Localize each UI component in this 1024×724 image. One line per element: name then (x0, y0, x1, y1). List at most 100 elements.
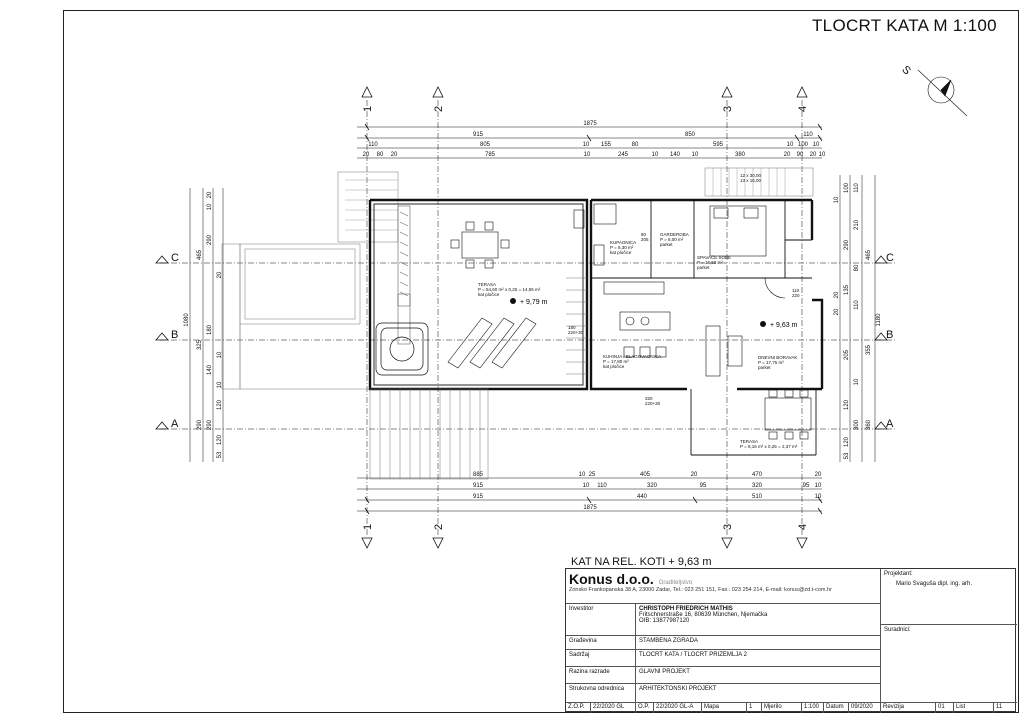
axis-marker-3-bottom (721, 537, 733, 549)
dim-li-9: 290 (207, 419, 213, 430)
shower (593, 203, 617, 225)
dim-b2-0: 915 (473, 483, 484, 489)
axis-label-2-bottom: 2 (433, 524, 445, 530)
dim-ri-14: 120 (844, 436, 850, 447)
dim-r3-5: 595 (713, 142, 724, 148)
mjerilo-value: 1:100 (802, 703, 824, 713)
room-kupaonica-area: P = 6,30 m² (610, 245, 634, 250)
axis-label-3-bottom: 3 (722, 524, 734, 530)
dim-r3-1: 805 (480, 142, 491, 148)
axis-label-2-top: 2 (433, 106, 445, 112)
small-terrace-table (764, 397, 812, 431)
room-terasa-small-area: P = 8,16 m² x 0,25 = 2,37 m² (740, 444, 798, 449)
dim-li-3: 20 (217, 271, 223, 278)
dim-r4-1: 80 (377, 152, 384, 158)
room-terasa-area: P = 54,60 m² x 0,25 = 14,55 m² (478, 287, 541, 292)
dim-b2-6: 95 (803, 483, 810, 489)
room-kupaonica-name: KUPAONICA (610, 240, 636, 245)
odrednica-value: ARHITEKTONSKI PROJEKT (636, 684, 881, 703)
dim-b2-5: 320 (752, 483, 763, 489)
level-caption: KAT NA REL. KOTI + 9,63 m (571, 556, 712, 568)
zop-value: 22/2020 GL (591, 703, 636, 713)
drawing-frame (63, 10, 1019, 713)
projektant-cell: Projektant: Mario Svaguša dipl. ing. arh… (881, 569, 1017, 625)
dim-r4-0: 20 (363, 152, 370, 158)
investitor-label: Investitor (566, 604, 636, 636)
dim-ri-7: 20 (834, 291, 840, 298)
dim-ri-11: 10 (854, 378, 860, 385)
room-dnevni-area: P = 17,75 m² (758, 360, 784, 365)
axis-marker-2-top (432, 86, 444, 98)
axis-label-c-left: C (171, 252, 179, 264)
op-value: 22/2020 GL-A (654, 703, 702, 713)
dim-li-5: 10 (217, 351, 223, 358)
level-icon-interior (760, 321, 766, 327)
investitor-oib: OIB: 13877987120 (639, 618, 690, 624)
dim-r3-4: 80 (632, 142, 639, 148)
dim-top-total: 1875 (583, 121, 597, 127)
sun-loungers (447, 317, 537, 369)
dim-r4-6: 10 (652, 152, 659, 158)
dim-ri-9: 20 (834, 308, 840, 315)
axis-marker-4-bottom (796, 537, 808, 549)
title-block: Konus d.o.o. Graditeljstvo Zrinsko Franko… (565, 568, 1017, 713)
room-spavace-name: SPAVAĆE SOBE (697, 254, 731, 260)
mapa-label: Mapa (702, 703, 747, 713)
mapa-value: 1 (747, 703, 762, 713)
dim-ri-2: 10 (834, 196, 840, 203)
projektant-name: Mario Svaguša dipl. ing. arh. (896, 581, 973, 587)
dim-r4-7: 140 (670, 152, 681, 158)
op-label: O.P. (636, 703, 654, 713)
dim-b1-3: 405 (640, 472, 651, 478)
room-terasa-floor: kat pločice (478, 292, 500, 297)
dim-li-6: 140 (207, 364, 213, 375)
room-spavace-area: P = 18,60 m² (697, 260, 723, 265)
stair-arc (764, 277, 786, 299)
odrednica-label: Strukovna odrednica (566, 684, 636, 703)
gradevina-label: Građevina (566, 636, 636, 650)
axis-label-4-bottom: 4 (797, 524, 809, 530)
room-kuhinja-name: KUHINJA / BLAGOVAONICA (603, 354, 661, 359)
room-terasa-small-name: TERASA (740, 439, 758, 444)
axis-marker-3-top (721, 86, 733, 98)
dim-r3-0: 110 (368, 142, 378, 148)
investitor-cell: CHRISTOPH FRIEDRICH MATHIS Fritschnerstr… (636, 604, 881, 636)
planter-plants (397, 205, 411, 345)
hot-tub (375, 322, 429, 376)
dim-li-2: 290 (207, 234, 213, 245)
dim-top-915: 915 (473, 132, 484, 138)
room-garderoba-floor: parket (660, 242, 673, 247)
dim-b1-2: 25 (589, 472, 596, 478)
room-terasa-name: TERASA (478, 282, 496, 287)
dim-r3-7: 100 (798, 142, 809, 148)
axis-marker-2-bottom (432, 537, 444, 549)
company-sub: Graditeljstvo (658, 580, 693, 586)
dim-b3-1: 440 (637, 494, 648, 500)
dim-b1-5: 470 (752, 472, 763, 478)
dim-b2-4: 95 (700, 483, 707, 489)
dim-r3-6: 10 (787, 142, 794, 148)
datum-value: 09/2020 (849, 703, 881, 713)
dim-li-11: 53 (217, 451, 223, 458)
bed (709, 205, 767, 257)
dim-r3-8: 10 (813, 142, 820, 148)
dim-b1-0: 885 (473, 472, 484, 478)
dim-r4-3: 785 (485, 152, 496, 158)
room-garderoba-area: P = 6,00 m² (660, 237, 684, 242)
company-name: Konus d.o.o. (569, 571, 654, 587)
gradevina-value: STAMBENA ZGRADA (636, 636, 881, 650)
bathroom-sink (573, 209, 585, 229)
dim-b3-2: 510 (752, 494, 763, 500)
dim-ri-4: 290 (844, 239, 850, 250)
dim-r4-5: 245 (618, 152, 629, 158)
dim-b1-1: 10 (579, 472, 586, 478)
company-address: Zrinsko Frankopanska 38 A, 23000 Zadar, … (569, 587, 832, 593)
kitchen-island (619, 311, 671, 331)
sofa (705, 325, 721, 377)
dim-right-outer: 1180 (876, 313, 882, 327)
room-dnevni-floor: parket (758, 365, 771, 370)
